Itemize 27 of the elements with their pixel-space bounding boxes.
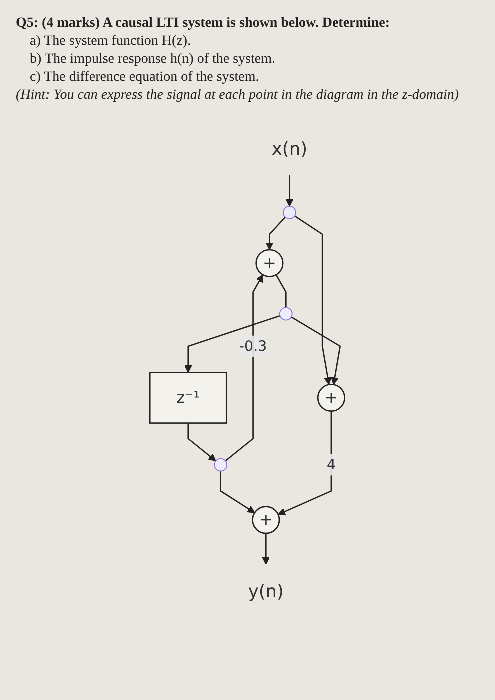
hint-text: (Hint: You can express the signal at each point in the diagram in the z-domain)	[16, 88, 460, 104]
node-text: x(n)	[272, 138, 308, 160]
question-item: a) The system function H(z).	[29, 34, 192, 50]
arrow	[278, 411, 332, 516]
arrow	[225, 274, 264, 462]
question-text: Q5: (4 marks) A causal LTI system is shown below. Determine:	[16, 16, 391, 32]
arrow	[262, 534, 270, 565]
node-circle: +	[252, 506, 280, 534]
connector	[276, 274, 287, 308]
arrow	[294, 216, 332, 386]
arrow	[188, 423, 216, 462]
node-box: z⁻¹	[149, 372, 228, 424]
question-item: c) The difference equation of the system.	[29, 70, 260, 86]
node-circle	[214, 458, 228, 472]
edge-label: -0.3	[239, 338, 268, 354]
arrow	[184, 315, 280, 374]
node-circle: +	[256, 249, 284, 278]
node-circle	[283, 206, 296, 220]
node-circle	[280, 307, 293, 321]
arrow	[220, 471, 256, 514]
edge-label: 4	[326, 456, 336, 474]
arrow	[291, 316, 342, 386]
node-circle: +	[317, 384, 346, 412]
node-text: y(n)	[248, 580, 284, 602]
question-item: b) The impulse response h(n) of the system.	[29, 52, 276, 68]
arrow	[286, 175, 294, 207]
arrow	[266, 216, 286, 250]
